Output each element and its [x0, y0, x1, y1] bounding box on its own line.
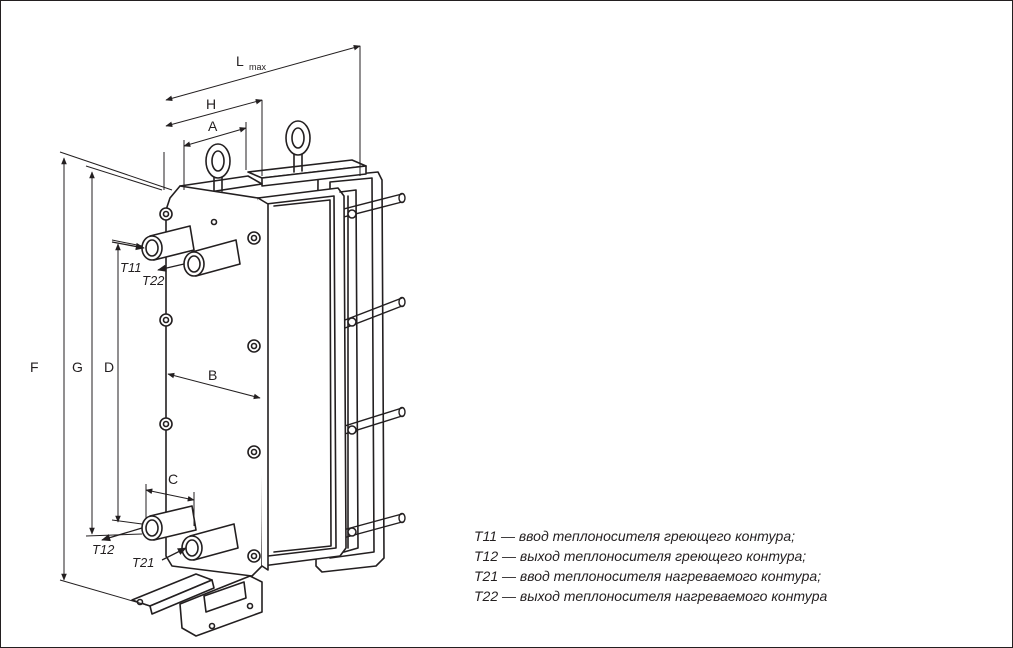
port-t21-label: T21: [132, 555, 154, 570]
port-t22-label: T22: [142, 273, 165, 288]
port-t11-label: T11: [120, 260, 141, 275]
dim-f-label: F: [30, 359, 39, 375]
dim-h-label: H: [206, 96, 216, 112]
legend-item-t12: T12 — выход теплоносителя греющего конту…: [474, 548, 807, 564]
port-legend: T11 — ввод теплоносителя греющего контур…: [474, 526, 827, 606]
dimension-lines: [59, 44, 361, 607]
dim-d-label: D: [104, 359, 114, 375]
port-t12-label: T12: [92, 542, 115, 557]
legend-item-t11: T11 — ввод теплоносителя греющего контур…: [474, 528, 795, 544]
dim-a-label: A: [208, 118, 218, 134]
legend-item-t21: T21 — ввод теплоносителя нагреваемого ко…: [474, 568, 822, 584]
carrying-bar: [179, 159, 367, 195]
dim-g-label: G: [72, 359, 83, 375]
support-feet: [131, 573, 263, 637]
dim-lmax-subscript: max: [249, 62, 267, 72]
lifting-eyes: [205, 120, 311, 193]
dim-lmax-label: L: [236, 53, 244, 69]
dim-b-label: B: [208, 367, 217, 383]
legend-item-t22: T22 — выход теплоносителя нагреваемого к…: [474, 588, 828, 604]
dim-c-label: C: [168, 471, 178, 487]
plate-pack: [257, 187, 359, 567]
flow-arrows: [101, 241, 187, 561]
